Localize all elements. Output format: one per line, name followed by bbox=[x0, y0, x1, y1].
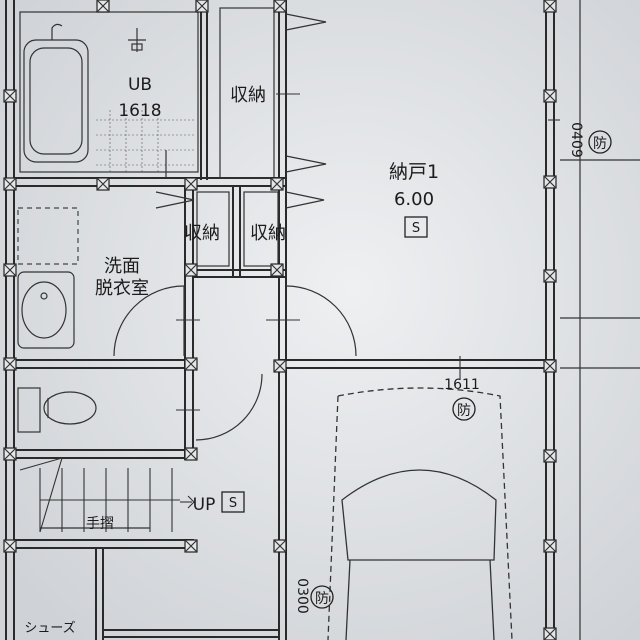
code-mid: 1611 bbox=[444, 377, 480, 393]
code-bottom: 0300 bbox=[294, 578, 310, 614]
bath-name: UB bbox=[128, 75, 152, 95]
storage-mid-left-outline bbox=[196, 191, 230, 267]
washroom-label-1: 洗面 bbox=[104, 256, 140, 277]
storage-mid-right-label: 収納 bbox=[250, 223, 286, 244]
fire-mark-circle-top bbox=[588, 130, 612, 154]
storage-mid-left-label: 収納 bbox=[184, 223, 220, 244]
fire-mark-bottom: 防 bbox=[315, 591, 329, 607]
staircase bbox=[19, 457, 195, 533]
bath-floor-tiles bbox=[96, 110, 196, 172]
shoes-label: シューズ bbox=[24, 620, 75, 636]
car-body bbox=[341, 469, 497, 640]
toilet-icon bbox=[17, 387, 97, 433]
fire-mark-mid: 防 bbox=[457, 403, 471, 419]
stairs-up-label: UP bbox=[193, 495, 216, 515]
walls bbox=[5, 0, 640, 640]
washer-space bbox=[17, 207, 79, 265]
bath-code: 1618 bbox=[118, 101, 161, 121]
washroom-label-2: 脱衣室 bbox=[95, 278, 149, 299]
closet-tag: S bbox=[412, 221, 420, 236]
door-swing-toilet bbox=[195, 373, 263, 441]
column-markers bbox=[3, 0, 557, 640]
code-top-right: 0409 bbox=[568, 122, 584, 158]
wash-basin bbox=[17, 271, 75, 349]
stairs-tag-box bbox=[221, 491, 245, 513]
storage-mid-right-outline bbox=[243, 191, 279, 267]
fire-mark-circle-bottom bbox=[310, 585, 334, 609]
door-swing-washroom bbox=[113, 285, 185, 357]
closet-door-marks bbox=[155, 13, 327, 209]
closet-tag-box bbox=[404, 216, 428, 238]
storage-top-label: 収納 bbox=[230, 85, 266, 106]
closet-area: 6.00 bbox=[394, 189, 434, 210]
storage-top-outline bbox=[219, 7, 275, 179]
car-outline bbox=[327, 387, 513, 640]
faucet-icon bbox=[128, 28, 146, 52]
fire-mark-top: 防 bbox=[593, 136, 607, 152]
tick-marks bbox=[176, 93, 560, 411]
handrail-label: 手摺 bbox=[86, 516, 114, 532]
door-swing-closet bbox=[285, 285, 357, 357]
bathtub bbox=[23, 23, 89, 163]
closet-name: 納戸1 bbox=[389, 161, 439, 183]
fire-mark-circle-mid bbox=[452, 397, 476, 421]
stairs-tag: S bbox=[229, 496, 237, 511]
